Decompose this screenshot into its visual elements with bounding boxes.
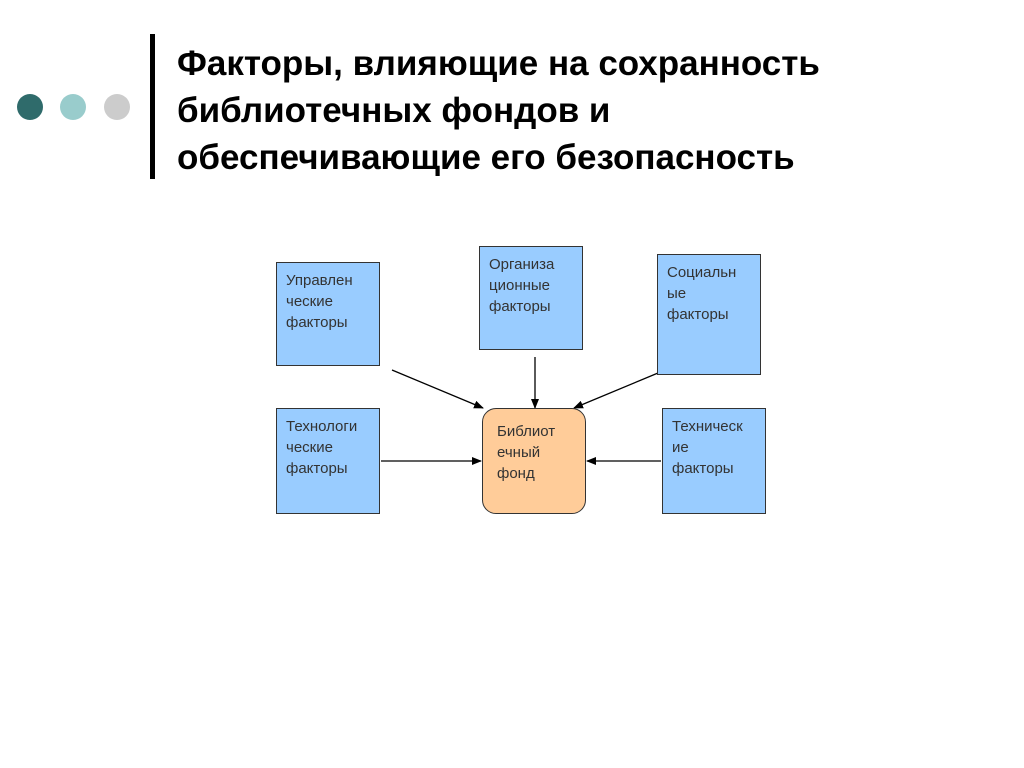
bullet-dot-mid <box>60 94 86 120</box>
arrow-management-to-fund <box>391 369 484 409</box>
box-text-line: Социальн <box>667 264 737 281</box>
box-text-line: ческие <box>286 439 333 456</box>
box-technical-factors: Техническ ие факторы <box>662 408 766 514</box>
title-line-3: обеспечивающие его безопасность <box>177 138 795 177</box>
box-text-line: Технологи <box>286 418 358 435</box>
box-text-line: факторы <box>489 298 551 315</box>
bullet-dot-dark <box>17 94 43 120</box>
box-social-factors: Социальн ые факторы <box>657 254 761 375</box>
box-text-line: ые <box>667 285 687 302</box>
box-text-line: ечный <box>497 444 541 461</box>
box-management-factors: Управлен ческие факторы <box>276 262 380 366</box>
box-text-line: ческие <box>286 293 333 310</box>
box-text-line: факторы <box>667 306 729 323</box>
box-library-fund: Библиот ечный фонд <box>482 408 586 514</box>
box-text-line: Техническ <box>672 418 743 435</box>
title-line-2: библиотечных фондов и <box>177 91 611 130</box>
box-text-line: фонд <box>497 465 535 482</box>
arrow-social-to-fund <box>573 372 659 409</box>
box-text-line: Управлен <box>286 272 353 289</box>
bullet-dot-light <box>104 94 130 120</box>
box-organizational-factors: Организа ционные факторы <box>479 246 583 350</box>
box-text-line: Библиот <box>497 423 556 440</box>
box-technological-factors: Технологи ческие факторы <box>276 408 380 514</box>
title-divider-bar <box>150 34 155 179</box>
box-text-line: Организа <box>489 256 555 273</box>
box-text-line: ие <box>672 439 689 456</box>
box-text-line: факторы <box>672 460 734 477</box>
box-text-line: ционные <box>489 277 551 294</box>
box-text-line: факторы <box>286 314 348 331</box>
box-text-line: факторы <box>286 460 348 477</box>
slide-title: Факторы, влияющие на сохранность библиот… <box>177 40 977 181</box>
title-line-1: Факторы, влияющие на сохранность <box>177 44 820 83</box>
